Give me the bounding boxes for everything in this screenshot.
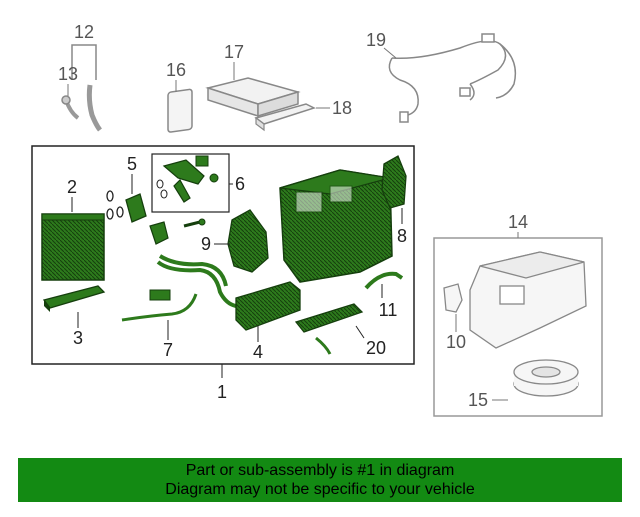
part-11-tube xyxy=(364,271,404,290)
part-3-duct xyxy=(42,285,106,312)
part-4-heater-core xyxy=(235,281,301,331)
part-5-expansion-valve xyxy=(125,193,147,223)
assembly-1-frame xyxy=(31,145,415,365)
part-17-filter xyxy=(205,77,301,118)
leader-19 xyxy=(383,47,397,59)
small-bracket xyxy=(149,221,169,245)
heater-housing xyxy=(279,169,393,283)
pipe-clip xyxy=(149,289,171,301)
callout-9[interactable]: 9 xyxy=(201,234,211,254)
callout-6[interactable]: 6 xyxy=(235,174,245,194)
banner-line-1: Part or sub-assembly is #1 in diagram xyxy=(185,462,455,479)
part-14-blower-case xyxy=(469,251,587,349)
part-19-wire-harness xyxy=(388,33,517,123)
info-banner: Part or sub-assembly is #1 in diagram Di… xyxy=(18,458,622,502)
part-16-module xyxy=(167,88,193,133)
callout-19[interactable]: 19 xyxy=(366,30,386,50)
subassembly-6-frame xyxy=(151,153,230,213)
callout-11[interactable]: 11 xyxy=(379,300,398,320)
callout-14[interactable]: 14 xyxy=(508,212,528,232)
callout-7[interactable]: 7 xyxy=(163,340,173,360)
callout-18[interactable]: 18 xyxy=(332,98,352,118)
callout-16[interactable]: 16 xyxy=(166,60,186,80)
part-9-actuator xyxy=(227,209,269,273)
callout-3[interactable]: 3 xyxy=(73,328,83,348)
part-6-fittings xyxy=(156,155,219,203)
part-10-resistor xyxy=(443,283,463,313)
leader-20 xyxy=(355,325,365,339)
callout-4[interactable]: 4 xyxy=(253,342,263,362)
part-8-motor xyxy=(381,155,407,209)
part-18-cover xyxy=(254,103,316,132)
callout-10[interactable]: 10 xyxy=(446,332,466,352)
callout-8[interactable]: 8 xyxy=(397,226,407,246)
o-ring-seals xyxy=(106,190,124,220)
part-7-hose xyxy=(121,293,198,322)
callout-15[interactable]: 15 xyxy=(468,390,488,410)
callout-12[interactable]: 12 xyxy=(74,22,94,42)
part-12-13-group xyxy=(61,44,102,132)
coolant-pipes xyxy=(156,254,237,308)
callout-20[interactable]: 20 xyxy=(366,338,386,358)
screw xyxy=(183,218,206,228)
callout-5[interactable]: 5 xyxy=(127,154,137,174)
part-15-blower-motor xyxy=(513,359,579,397)
callout-2[interactable]: 2 xyxy=(67,177,77,197)
part-2-evaporator xyxy=(41,213,105,281)
callout-1[interactable]: 1 xyxy=(217,382,227,402)
banner-line-2: Diagram may not be specific to your vehi… xyxy=(165,481,475,498)
callout-13[interactable]: 13 xyxy=(58,64,78,84)
callout-17[interactable]: 17 xyxy=(224,42,244,62)
part-20-ptc-heater xyxy=(294,303,364,355)
